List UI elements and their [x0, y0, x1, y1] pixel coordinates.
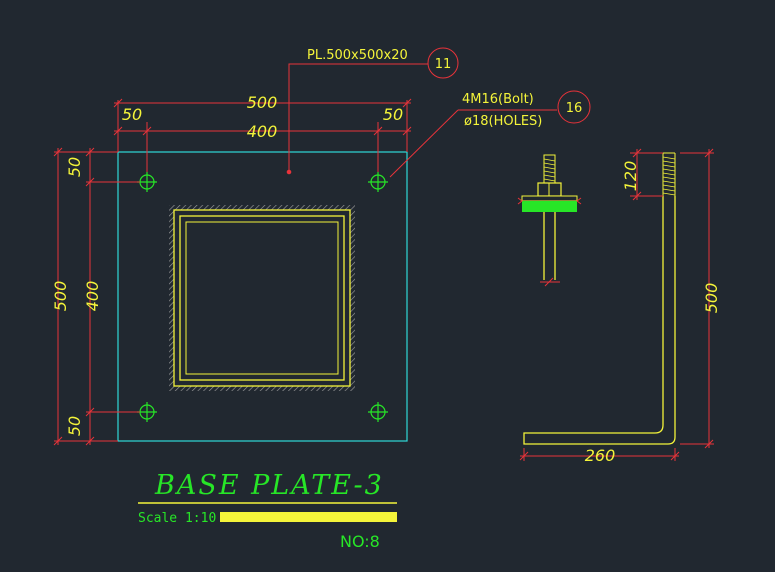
left-dimension-lines	[53, 147, 140, 446]
plate-tag-bubble	[427, 47, 459, 79]
drawing-number: NO:8	[340, 532, 380, 551]
bolt-label: 4M16(Bolt)	[462, 92, 534, 107]
dim-top-right-edge: 50	[383, 105, 403, 124]
plate-label: PL.500x500x20	[307, 48, 408, 63]
dim-top-left-edge: 50	[122, 105, 142, 124]
plate-tag: 11	[435, 57, 452, 72]
holes-label: ø18(HOLES)	[464, 114, 542, 129]
plate-leader	[286, 47, 459, 175]
bolt-washer	[521, 195, 578, 202]
column-section	[169, 205, 355, 391]
anchor-bolt-body	[523, 196, 676, 445]
dim-left-bottom-edge: 50	[65, 416, 84, 436]
plate-plan-view: PL.500x500x20 11 4M16(Bolt) ø18(HOLES) 1…	[51, 47, 591, 446]
bolt-hole-top-right	[368, 172, 388, 192]
anchor-bolt-elevation: 120 500 260	[519, 148, 721, 465]
bolt-hole-bottom-right	[368, 402, 388, 422]
dim-bolt-thread: 120	[621, 161, 640, 192]
plate-section	[522, 201, 577, 212]
bolt-tag: 16	[566, 101, 583, 116]
dim-bolt-hook: 260	[585, 446, 616, 465]
dim-bolt-length: 500	[702, 283, 721, 314]
bolt-leader	[389, 90, 591, 178]
dim-top-inner: 400	[247, 122, 278, 141]
title-block: BASE PLATE-3 Scale 1:10 NO:8	[138, 470, 397, 551]
base-plate-outline	[117, 151, 408, 442]
top-dimension-lines	[113, 98, 412, 172]
scale-label: Scale 1:10	[138, 511, 216, 526]
dim-left-top-edge: 50	[65, 157, 84, 177]
scale-bar	[220, 512, 397, 522]
bolt-tag-bubble	[557, 90, 591, 124]
dim-left-inner: 400	[83, 281, 102, 312]
dim-top-overall: 500	[247, 93, 278, 112]
drawing-title: BASE PLATE-3	[154, 470, 384, 501]
dim-left-overall: 500	[51, 281, 70, 312]
bolt-section-view	[517, 154, 582, 287]
